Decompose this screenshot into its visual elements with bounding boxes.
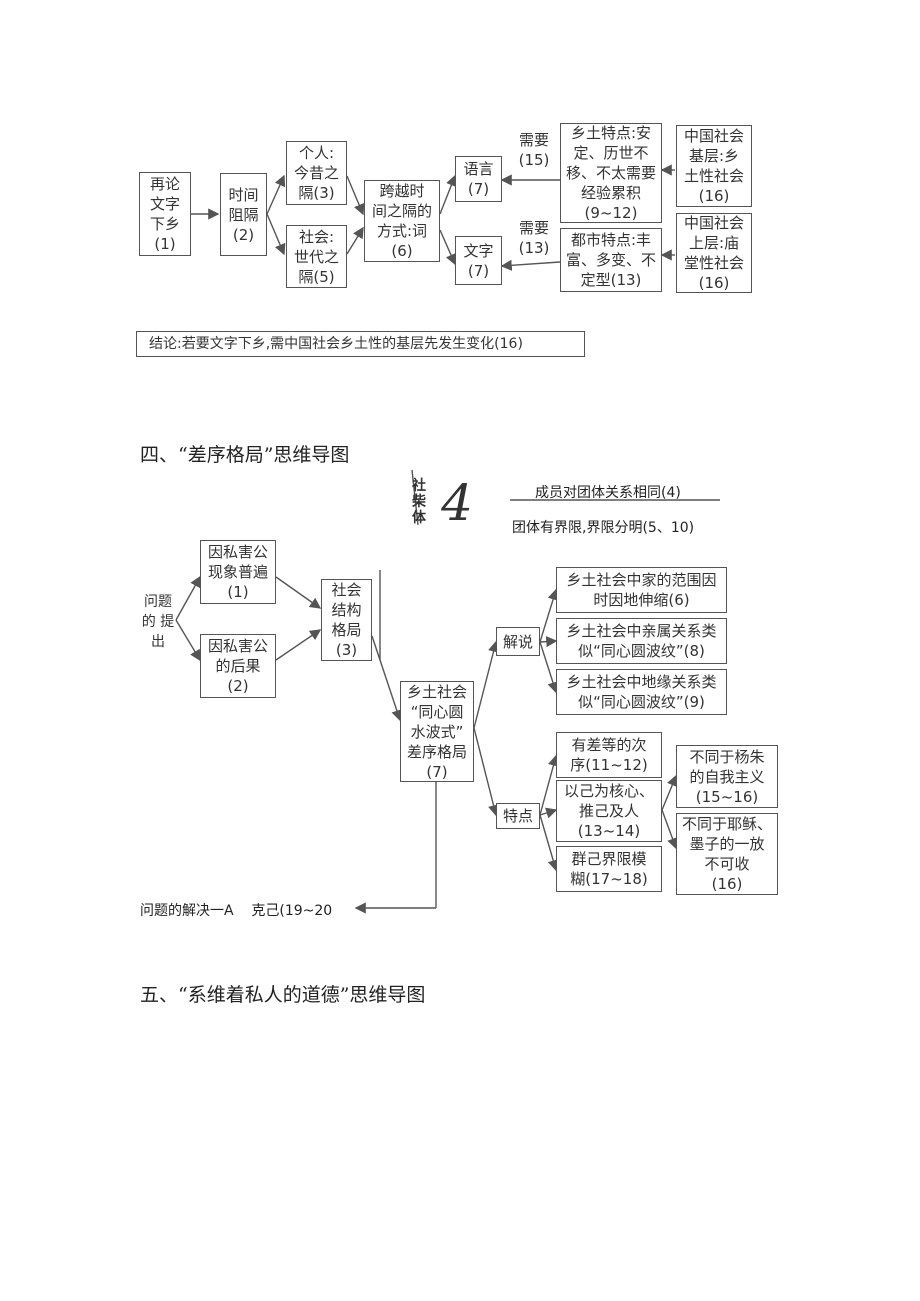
solution-label: 问题的解决一A 克己(19~20	[140, 903, 333, 919]
sub-item-2: 不同于耶稣、 墨子的一放 不可收 (16)	[676, 813, 778, 895]
section-5-title: 五、“系维着私人的道德”思维导图	[140, 984, 426, 1006]
question-label: 问题 的 提 出	[141, 594, 175, 650]
urban-traits-node: 都市特点:丰 富、多变、不 定型(13)	[560, 228, 662, 292]
need-label-top: 需要 (15)	[518, 131, 550, 169]
cause-1-node: 因私害公 现象普遍 (1)	[200, 540, 276, 604]
group-label: 社柴体	[412, 478, 426, 526]
social-structure-node: 社会 结构 格局 (3)	[321, 579, 372, 661]
need-label-bottom: 需要 (13)	[518, 219, 550, 257]
time-gap-node: 时间 阻隔 (2)	[220, 173, 267, 256]
upper-society-node: 中国社会 上层:庙 堂性社会 (16)	[676, 213, 752, 293]
group-item-1: 成员对团体关系相同(4)	[535, 485, 681, 501]
sub-item-1: 不同于杨朱 的自我主义 (15~16)	[676, 745, 778, 808]
section-4-title: 四、“差序格局”思维导图	[140, 444, 350, 466]
explain-item-3: 乡土社会中地缘关系类 似“同心圆波纹”(9)	[556, 669, 727, 715]
feature-item-1: 有差等的次 序(11~12)	[556, 732, 662, 778]
group-item-2: 团体有界限,界限分明(5、10)	[512, 520, 695, 536]
rural-traits-node: 乡土特点:安 定、历世不 移、不太需要 经验累积 (9~12)	[560, 123, 662, 223]
writing-node: 文字 (7)	[455, 236, 502, 285]
explain-node: 解说	[496, 627, 540, 656]
crossing-method-node: 跨越时 间之隔的 方式:词 (6)	[364, 180, 440, 262]
root-node: 再论 文字 下乡 (1)	[139, 172, 191, 256]
group-glyph: 4	[441, 474, 473, 532]
feature-item-2: 以己为核心、 推己及人 (13~14)	[556, 780, 662, 842]
explain-item-2: 乡土社会中亲属关系类 似“同心圆波纹”(8)	[556, 618, 727, 664]
feature-node: 特点	[496, 803, 540, 829]
feature-item-3: 群己界限模 糊(17~18)	[556, 846, 662, 892]
cause-2-node: 因私害公 的后果 (2)	[200, 634, 276, 698]
grassroots-society-node: 中国社会 基层:乡 土性社会 (16)	[676, 125, 752, 207]
conclusion-box: 结论:若要文字下乡,需中国社会乡土性的基层先发生变化(16)	[136, 331, 585, 357]
explain-item-1: 乡土社会中家的范围因 时因地伸缩(6)	[556, 567, 727, 613]
personal-gap-node: 个人: 今昔之 隔(3)	[286, 141, 347, 205]
differential-pattern-node: 乡土社会 “同心圆 水波式” 差序格局 (7)	[400, 681, 474, 782]
language-node: 语言 (7)	[455, 156, 502, 202]
social-gap-node: 社会: 世代之 隔(5)	[286, 225, 347, 288]
